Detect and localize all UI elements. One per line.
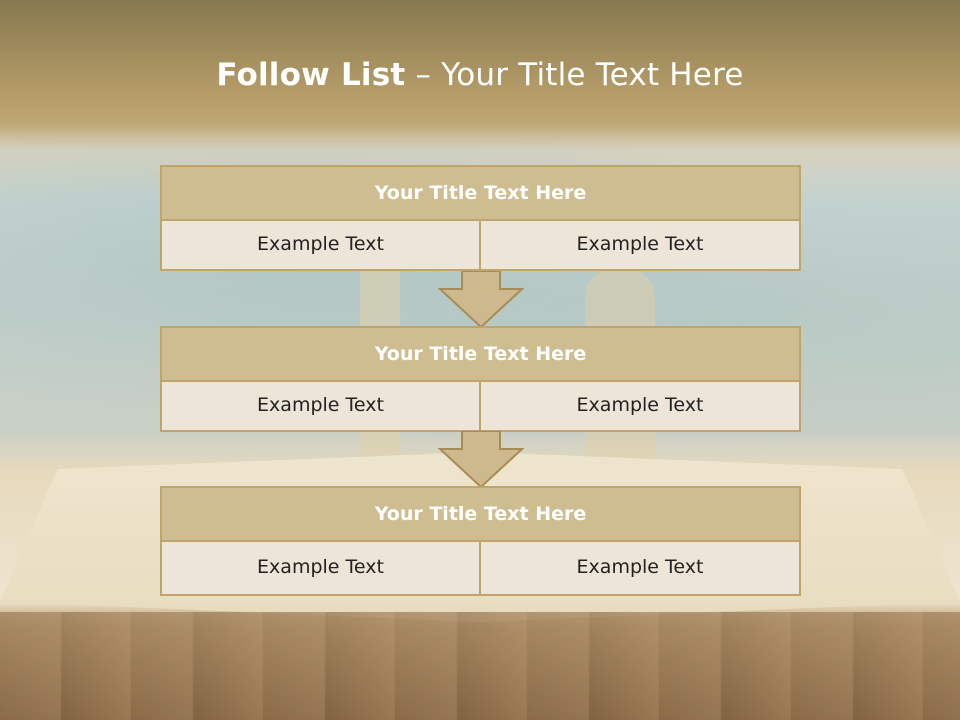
block-cell-right: Example Text	[479, 382, 801, 432]
block-heading-text: Your Title Text Here	[374, 503, 587, 525]
list-block: Your Title Text Here Example Text Exampl…	[160, 165, 801, 271]
down-arrow-icon	[438, 431, 524, 489]
block-cell-right: Example Text	[479, 221, 801, 271]
block-cell-left: Example Text	[160, 221, 481, 271]
block-heading: Your Title Text Here	[160, 165, 801, 221]
block-cell-left: Example Text	[160, 382, 481, 432]
block-heading-text: Your Title Text Here	[374, 343, 587, 365]
down-arrow-icon	[438, 271, 524, 329]
background-wood-table	[0, 612, 960, 720]
block-cell-left: Example Text	[160, 542, 481, 596]
header-band	[0, 0, 960, 135]
slide-title: Follow List – Your Title Text Here	[0, 52, 960, 98]
list-block: Your Title Text Here Example Text Exampl…	[160, 326, 801, 432]
slide-title-rest: – Your Title Text Here	[405, 57, 744, 93]
list-block: Your Title Text Here Example Text Exampl…	[160, 486, 801, 596]
block-heading-text: Your Title Text Here	[374, 182, 587, 204]
slide-title-bold: Follow List	[216, 57, 406, 93]
block-cell-right: Example Text	[479, 542, 801, 596]
block-heading: Your Title Text Here	[160, 326, 801, 382]
block-heading: Your Title Text Here	[160, 486, 801, 542]
